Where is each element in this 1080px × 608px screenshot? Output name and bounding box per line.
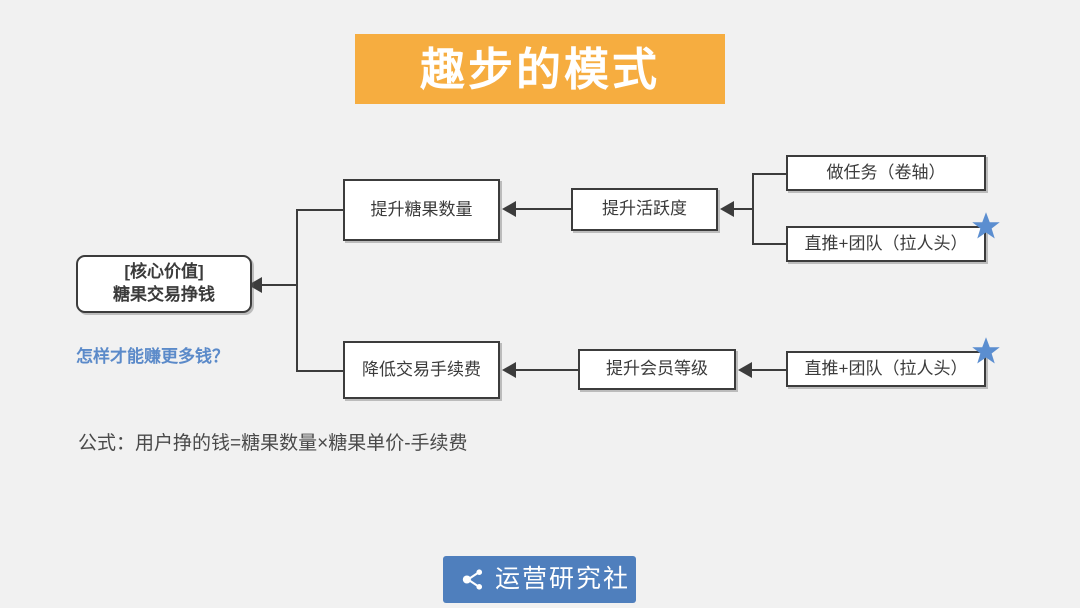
arrowhead-to-reduce-fee bbox=[502, 362, 516, 378]
arrowhead-to-increase-candy bbox=[502, 201, 516, 217]
connector-core-horizontal bbox=[262, 284, 298, 286]
formula-annotation: 公式：用户挣的钱=糖果数量×糖果单价-手续费 bbox=[78, 433, 468, 454]
connector-right-bracket-vertical bbox=[752, 173, 754, 245]
node-increase-activity-label: 提升活跃度 bbox=[602, 199, 687, 219]
arrowhead-to-increase-member-level bbox=[738, 362, 752, 378]
node-increase-candy[interactable]: 提升糖果数量 bbox=[343, 179, 500, 241]
star-icon-referral-bottom bbox=[972, 337, 1000, 364]
connector-member-to-reduce-fee bbox=[516, 369, 578, 371]
node-increase-candy-label: 提升糖果数量 bbox=[370, 199, 473, 219]
node-referral-bottom-label: 直推+团队（拉人头） bbox=[804, 358, 968, 378]
node-core-value[interactable]: [核心价值] 糖果交易挣钱 bbox=[76, 255, 252, 313]
footer-brand-text: 运营研究社 bbox=[495, 565, 631, 593]
node-referral-bottom[interactable]: 直推+团队（拉人头） bbox=[786, 351, 986, 387]
arrowhead-to-increase-activity bbox=[720, 201, 734, 217]
connector-bracket-to-referral-top bbox=[752, 243, 788, 245]
connector-activity-to-candy bbox=[516, 208, 572, 210]
title-banner: 趣步的模式 bbox=[355, 34, 725, 104]
node-increase-member-level-label: 提升会员等级 bbox=[606, 359, 708, 379]
connector-bracket-to-increase-candy bbox=[296, 209, 345, 211]
connector-referral-to-member bbox=[752, 369, 788, 371]
node-core-value-line1: [核心价值] bbox=[124, 262, 204, 282]
connector-bracket-to-do-tasks bbox=[752, 173, 788, 175]
node-referral-top[interactable]: 直推+团队（拉人头） bbox=[786, 226, 986, 262]
question-annotation: 怎样才能赚更多钱？ bbox=[76, 347, 229, 366]
node-increase-activity[interactable]: 提升活跃度 bbox=[571, 188, 718, 231]
node-core-value-line2: 糖果交易挣钱 bbox=[113, 285, 215, 304]
node-do-tasks[interactable]: 做任务（卷轴） bbox=[786, 155, 986, 191]
node-increase-member-level[interactable]: 提升会员等级 bbox=[578, 349, 736, 390]
connector-bracket-to-activity bbox=[734, 208, 754, 210]
connector-left-bracket-vertical bbox=[296, 209, 298, 372]
node-reduce-fee-label: 降低交易手续费 bbox=[362, 359, 481, 379]
node-reduce-fee[interactable]: 降低交易手续费 bbox=[343, 341, 500, 399]
page-title: 趣步的模式 bbox=[419, 43, 660, 95]
node-do-tasks-label: 做任务（卷轴） bbox=[826, 162, 946, 182]
star-icon-referral-top bbox=[972, 212, 1000, 239]
share-nodes-icon bbox=[462, 569, 483, 590]
footer-brand-badge: 运营研究社 bbox=[443, 556, 636, 603]
node-referral-top-label: 直推+团队（拉人头） bbox=[804, 233, 968, 253]
connector-bracket-to-reduce-fee bbox=[296, 370, 345, 372]
